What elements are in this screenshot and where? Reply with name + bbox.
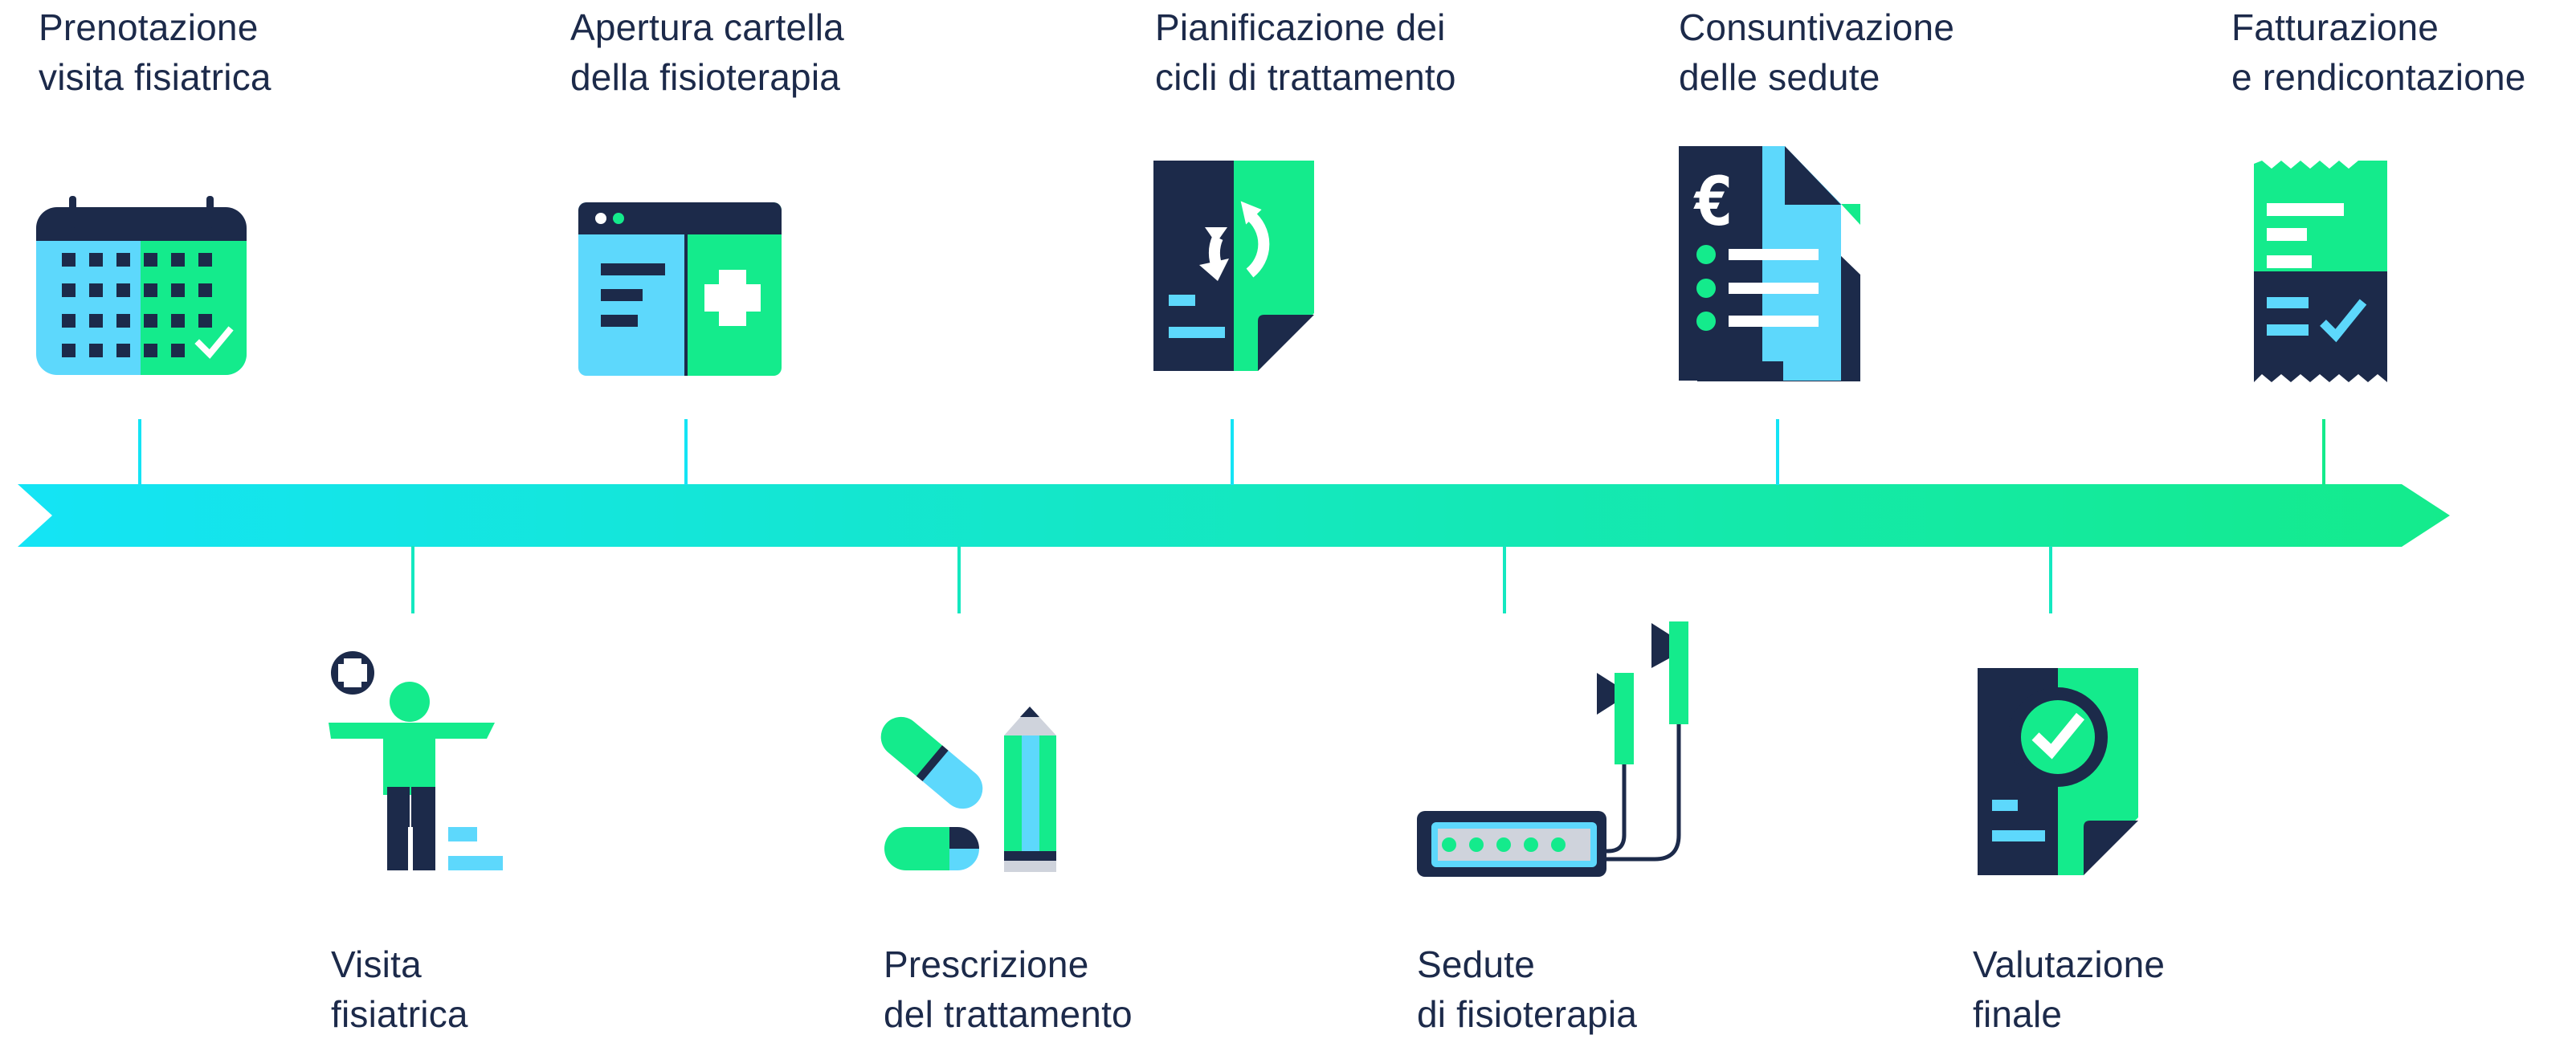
final-evaluation-icon bbox=[1978, 668, 2138, 875]
tick-below bbox=[411, 546, 414, 613]
step-label-sedute: Sedute di fisioterapia bbox=[1417, 939, 1637, 1039]
step-label-line: della fisioterapia bbox=[570, 56, 841, 98]
electrotherapy-device-icon bbox=[1417, 621, 1688, 877]
step-label-apertura-cartella: Apertura cartella della fisioterapia bbox=[570, 2, 844, 102]
step-label-line: Prenotazione bbox=[39, 6, 259, 48]
step-label-line: Pianificazione dei bbox=[1155, 6, 1446, 48]
tick-below bbox=[1503, 546, 1506, 613]
step-label-fatturazione: Fatturazione e rendicontazione bbox=[2231, 2, 2526, 102]
tick-above bbox=[1776, 419, 1779, 485]
step-label-visita: Visita fisiatrica bbox=[331, 939, 468, 1039]
step-label-pianificazione: Pianificazione dei cicli di trattamento bbox=[1155, 2, 1456, 102]
step-label-valutazione: Valutazione finale bbox=[1973, 939, 2165, 1039]
step-label-line: e rendicontazione bbox=[2231, 56, 2526, 98]
medical-record-window-icon bbox=[578, 202, 782, 376]
step-label-line: Sedute bbox=[1417, 943, 1535, 985]
step-label-line: del trattamento bbox=[884, 993, 1133, 1035]
step-label-prenotazione: Prenotazione visita fisiatrica bbox=[39, 2, 271, 102]
step-label-line: Consuntivazione bbox=[1679, 6, 1955, 48]
tick-below bbox=[957, 546, 961, 613]
step-label-line: cicli di trattamento bbox=[1155, 56, 1456, 98]
step-label-line: Apertura cartella bbox=[570, 6, 844, 48]
step-label-line: fisiatrica bbox=[331, 993, 468, 1035]
euro-invoice-icon: € bbox=[1679, 146, 1860, 381]
step-label-consuntivazione: Consuntivazione delle sedute bbox=[1679, 2, 1954, 102]
step-label-line: Visita bbox=[331, 943, 422, 985]
step-label-line: Valutazione bbox=[1973, 943, 2166, 985]
step-label-line: finale bbox=[1973, 993, 2063, 1035]
step-label-line: di fisioterapia bbox=[1417, 993, 1638, 1035]
ticks-above bbox=[138, 419, 2325, 485]
receipt-check-icon bbox=[2254, 161, 2387, 382]
tick-above bbox=[138, 419, 141, 485]
step-label-prescrizione: Prescrizione del trattamento bbox=[884, 939, 1133, 1039]
svg-text:€: € bbox=[1693, 162, 1734, 241]
tick-above bbox=[1231, 419, 1234, 485]
step-label-line: visita fisiatrica bbox=[39, 56, 271, 98]
step-label-line: Fatturazione bbox=[2231, 6, 2439, 48]
tick-below bbox=[2049, 546, 2052, 613]
tick-above bbox=[684, 419, 688, 485]
pills-pencil-icon bbox=[880, 707, 1056, 872]
timeline-arrow bbox=[18, 484, 2450, 547]
cycle-document-icon bbox=[1153, 161, 1314, 371]
patient-exam-icon bbox=[329, 651, 503, 870]
step-label-line: delle sedute bbox=[1679, 56, 1880, 98]
step-label-line: Prescrizione bbox=[884, 943, 1089, 985]
calendar-icon bbox=[36, 196, 247, 375]
ticks-below bbox=[411, 546, 2052, 613]
tick-above bbox=[2322, 419, 2325, 485]
